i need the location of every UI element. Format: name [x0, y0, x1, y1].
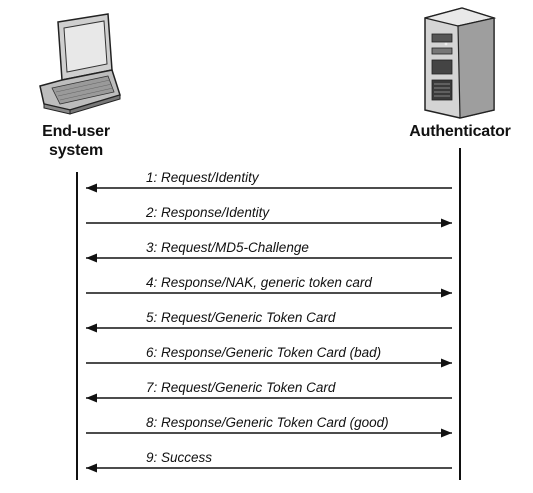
- message-label: 8: Response/Generic Token Card (good): [146, 415, 389, 430]
- message-label: 2: Response/Identity: [145, 205, 270, 220]
- end-user-label-line1: End-user: [42, 123, 110, 140]
- message-9: 9: Success: [86, 450, 452, 473]
- authenticator-label: Authenticator: [409, 123, 511, 140]
- arrowhead-left-icon: [86, 183, 97, 193]
- message-label: 6: Response/Generic Token Card (bad): [146, 345, 381, 360]
- message-5: 5: Request/Generic Token Card: [86, 310, 452, 333]
- end-user-label-line2: system: [49, 142, 103, 159]
- arrowhead-left-icon: [86, 323, 97, 333]
- message-2: 2: Response/Identity: [86, 205, 452, 228]
- message-label: 5: Request/Generic Token Card: [146, 310, 336, 325]
- message-label: 1: Request/Identity: [146, 170, 260, 185]
- server-icon: [424, 7, 497, 119]
- arrowhead-right-icon: [441, 218, 452, 228]
- messages-layer: 1: Request/Identity 2: Response/Identity 3…: [86, 170, 452, 473]
- end-user-label: End-user system: [26, 122, 126, 160]
- message-8: 8: Response/Generic Token Card (good): [86, 415, 452, 438]
- arrowhead-right-icon: [441, 428, 452, 438]
- message-7: 7: Request/Generic Token Card: [86, 380, 452, 403]
- message-4: 4: Response/NAK, generic token card: [86, 275, 452, 298]
- message-label: 9: Success: [146, 450, 212, 465]
- message-label: 4: Response/NAK, generic token card: [146, 275, 372, 290]
- arrowhead-left-icon: [86, 393, 97, 403]
- arrowhead-right-icon: [441, 288, 452, 298]
- arrowhead-left-icon: [86, 253, 97, 263]
- message-6: 6: Response/Generic Token Card (bad): [86, 345, 452, 368]
- message-1: 1: Request/Identity: [86, 170, 452, 193]
- message-3: 3: Request/MD5-Challenge: [86, 240, 452, 263]
- laptop-icon: [39, 13, 121, 115]
- message-label: 7: Request/Generic Token Card: [146, 380, 336, 395]
- arrowhead-right-icon: [441, 358, 452, 368]
- message-label: 3: Request/MD5-Challenge: [146, 240, 309, 255]
- arrowhead-left-icon: [86, 463, 97, 473]
